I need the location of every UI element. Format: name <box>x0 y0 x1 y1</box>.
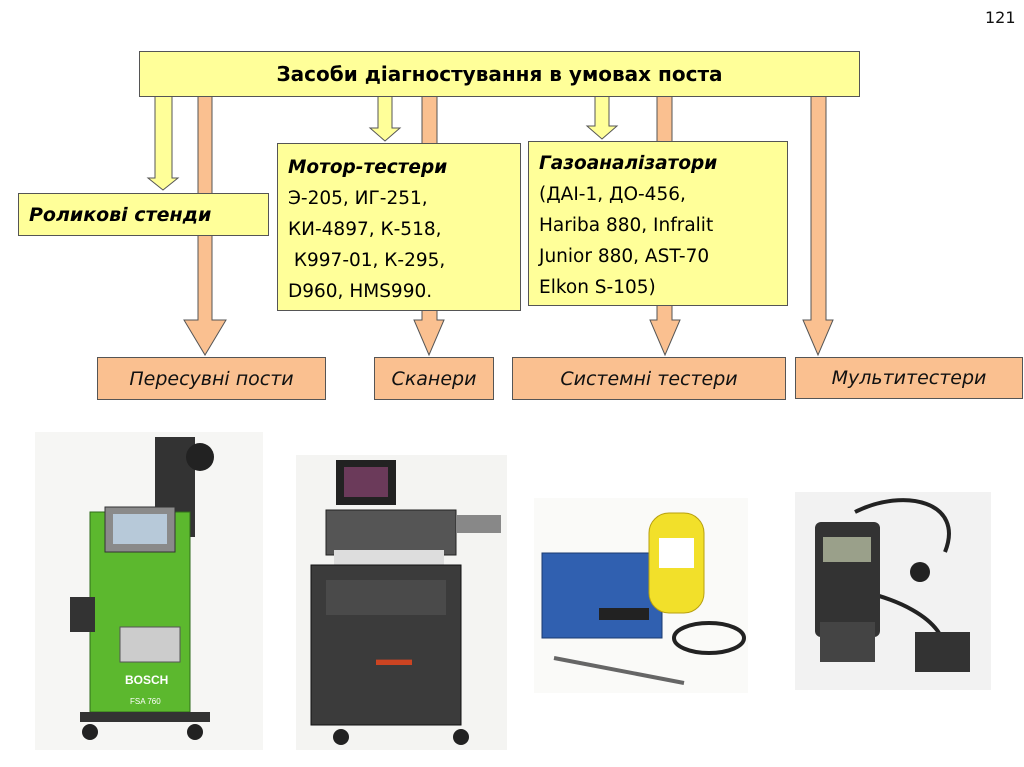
motor-testers-line: D960, HMS990. <box>288 281 433 302</box>
gas-analyzer-photo <box>534 498 748 693</box>
multitesters-box: Мультитестери <box>795 357 1023 399</box>
arrow-to-motor-testers <box>368 95 402 142</box>
motor-testers-line: КИ-4897, К-518, <box>288 219 442 240</box>
gas-analyzers-box: Газоаналізатори (ДАІ-1, ДО-456, Hariba 8… <box>528 141 788 306</box>
arrow-to-gas-analyzers <box>585 95 619 140</box>
motor-testers-box: Мотор-тестери Э-205, ИГ-251, КИ-4897, К-… <box>277 143 521 311</box>
motor-testers-title: Мотор-тестери <box>288 157 448 178</box>
gas-analyzers-title: Газоаналізатори <box>539 153 718 174</box>
svg-text:▬▬: ▬▬ <box>376 649 412 669</box>
arrow-to-roller-stands <box>146 95 180 191</box>
gas-analyzers-line: Hariba 880, Infralit <box>539 215 714 236</box>
mobile-post-photo: BOSCH FSA 760 <box>35 432 263 750</box>
multitester-photo <box>795 492 991 690</box>
fsa-label: FSA 760 <box>130 697 161 706</box>
page-number: 121 <box>985 8 1016 27</box>
gas-analyzers-line: (ДАІ-1, ДО-456, <box>539 184 686 205</box>
roller-stands-box: Роликові стенди <box>18 193 269 236</box>
scanner-photo: ▬▬ <box>296 455 507 750</box>
motor-testers-line: К997-01, К-295, <box>288 250 446 271</box>
motor-testers-line: Э-205, ИГ-251, <box>288 188 428 209</box>
header-box: Засоби діагностування в умовах поста <box>139 51 860 97</box>
mobile-posts-box: Пересувні пости <box>97 357 326 400</box>
gas-analyzers-line: Junior 880, AST-70 <box>539 246 710 267</box>
bosch-logo-text: BOSCH <box>125 673 168 687</box>
scanners-box: Сканери <box>374 357 494 400</box>
arrow-to-multitesters <box>802 95 834 357</box>
gas-analyzers-line: Elkon S-105) <box>539 277 656 298</box>
system-testers-box: Системні тестери <box>512 357 786 400</box>
